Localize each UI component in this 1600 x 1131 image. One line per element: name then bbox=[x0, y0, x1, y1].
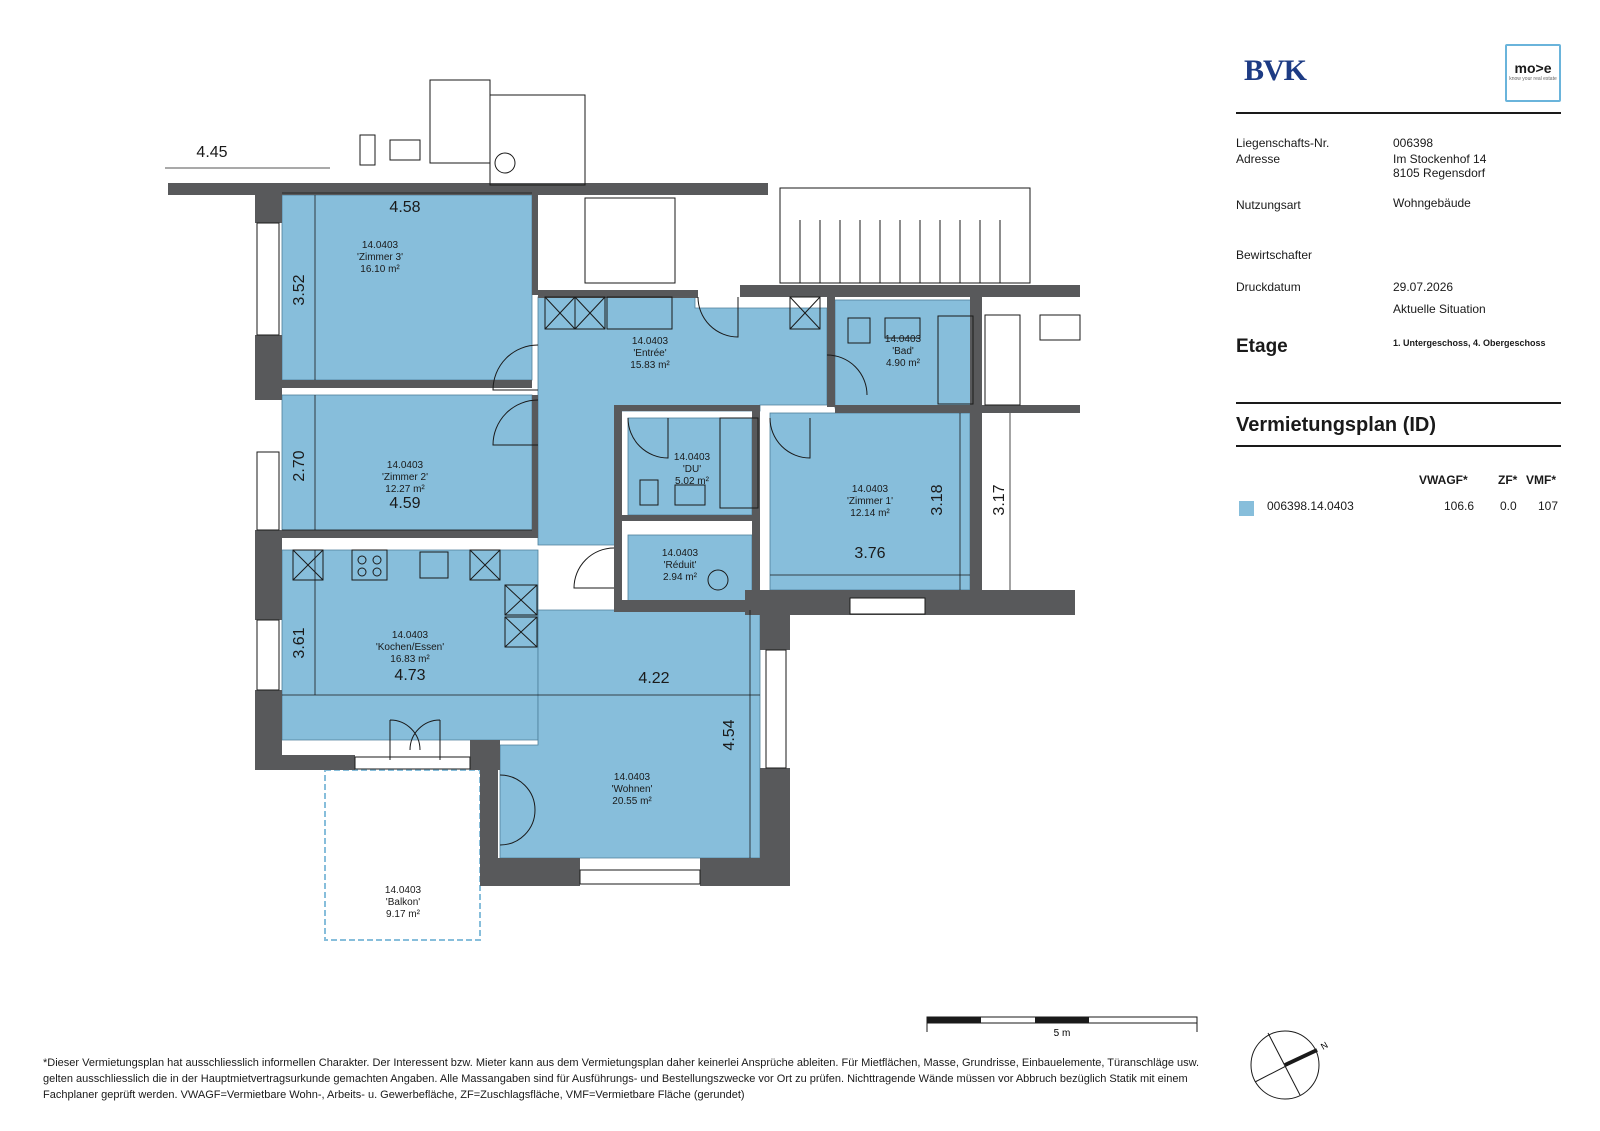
room-label-id: 14.0403 bbox=[662, 548, 699, 559]
room-zimmer-2 bbox=[281, 394, 533, 531]
room-label-area: 5.02 m² bbox=[675, 476, 710, 487]
etage-label: Etage bbox=[1236, 336, 1288, 357]
unit-vwagf: 106.6 bbox=[1444, 499, 1475, 513]
room-label-id: 14.0403 bbox=[852, 484, 889, 495]
room-label-id: 14.0403 bbox=[632, 336, 669, 347]
dim-label: 2.70 bbox=[291, 450, 308, 481]
move-logo-main: mo>e bbox=[1514, 60, 1552, 76]
dim-label: 4.73 bbox=[394, 667, 425, 684]
disclaimer-footnote: *Dieser Vermietungsplan hat ausschliessl… bbox=[43, 1057, 1200, 1101]
area-table-header: VWAGF* ZF* VMF* bbox=[1236, 473, 1561, 493]
header-vwagf: VWAGF* bbox=[1419, 473, 1468, 487]
adresse-line1: Im Stockenhof 14 bbox=[1393, 152, 1487, 166]
dim-label: 4.54 bbox=[721, 719, 738, 750]
dim-label: 3.17 bbox=[991, 484, 1008, 515]
room-label-name: 'Kochen/Essen' bbox=[376, 642, 444, 653]
color-swatch bbox=[1239, 501, 1254, 516]
situation-value: Aktuelle Situation bbox=[1393, 302, 1486, 316]
doors bbox=[389, 296, 868, 846]
room-label-id: 14.0403 bbox=[674, 452, 711, 463]
windows bbox=[256, 222, 926, 885]
dimension-lines bbox=[165, 167, 1011, 858]
room-label-area: 16.10 m² bbox=[360, 264, 400, 275]
liegenschaft-label: Liegenschafts-Nr. bbox=[1236, 136, 1330, 150]
room-label-area: 4.90 m² bbox=[886, 358, 921, 369]
room-label-id: 14.0403 bbox=[614, 772, 651, 783]
stair-and-neighbours bbox=[359, 79, 1081, 406]
room-label-name: 'Réduit' bbox=[664, 560, 697, 571]
bewirtschafter-label: Bewirtschafter bbox=[1236, 248, 1313, 262]
area-table-row: 006398.14.0403 106.6 0.0 107 bbox=[1236, 499, 1561, 519]
room-label-area: 20.55 m² bbox=[612, 796, 652, 807]
room-label-id: 14.0403 bbox=[385, 885, 422, 896]
dim-label: 3.18 bbox=[929, 484, 946, 515]
room-label-area: 12.27 m² bbox=[385, 484, 425, 495]
north-label: N bbox=[1319, 1040, 1330, 1052]
scale-label: 5 m bbox=[1054, 1028, 1071, 1039]
dim-label: 4.22 bbox=[638, 670, 669, 687]
room-du bbox=[627, 417, 753, 516]
unit-id: 006398.14.0403 bbox=[1267, 499, 1354, 513]
dim-label: 3.61 bbox=[291, 627, 308, 658]
room-label-name: 'Entrée' bbox=[633, 348, 666, 359]
room-label-id: 14.0403 bbox=[885, 334, 922, 345]
dim-label: 3.52 bbox=[291, 274, 308, 305]
room-label-area: 12.14 m² bbox=[850, 508, 890, 519]
room-label-name: 'Zimmer 1' bbox=[847, 496, 893, 507]
room-label-area: 16.83 m² bbox=[390, 654, 430, 665]
druckdatum-value: 29.07.2026 bbox=[1393, 280, 1454, 294]
unit-vmf: 107 bbox=[1538, 499, 1559, 513]
fixtures bbox=[292, 296, 974, 648]
move-logo: mo>e know your real estate bbox=[1505, 44, 1561, 102]
room-labels: 14.0403 'Zimmer 3' 16.10 m² 14.0403 'Ent… bbox=[357, 240, 922, 920]
dim-label: 4.45 bbox=[196, 144, 227, 161]
plan-title: Vermietungsplan (ID) bbox=[1236, 402, 1561, 447]
room-label-id: 14.0403 bbox=[362, 240, 399, 251]
adresse-label: Adresse bbox=[1236, 152, 1281, 166]
property-info: Liegenschafts-Nr. 006398 Adresse Im Stoc… bbox=[1236, 136, 1561, 362]
room-label-name: 'Bad' bbox=[892, 346, 914, 357]
north-arrow-icon: N bbox=[1250, 1030, 1330, 1100]
room-label-area: 9.17 m² bbox=[386, 909, 421, 920]
scale-bar: 5 m bbox=[926, 1016, 1198, 1039]
dim-label: 4.58 bbox=[389, 199, 420, 216]
liegenschaft-value: 006398 bbox=[1393, 136, 1434, 150]
room-label-area: 15.83 m² bbox=[630, 360, 670, 371]
nutzungsart-label: Nutzungsart bbox=[1236, 198, 1301, 212]
dim-label: 3.76 bbox=[854, 545, 885, 562]
room-label-name: 'Zimmer 2' bbox=[382, 472, 428, 483]
header-zf: ZF* bbox=[1498, 473, 1518, 487]
nutzungsart-value: Wohngebäude bbox=[1393, 196, 1471, 210]
move-logo-sub: know your real estate bbox=[1509, 76, 1557, 82]
unit-zf: 0.0 bbox=[1500, 499, 1517, 513]
header-vmf: VMF* bbox=[1526, 473, 1556, 487]
room-label-name: 'Wohnen' bbox=[612, 784, 653, 795]
room-reduit bbox=[627, 534, 753, 606]
druckdatum-label: Druckdatum bbox=[1236, 280, 1301, 294]
room-label-name: 'Zimmer 3' bbox=[357, 252, 403, 263]
etage-value: 1. Untergeschoss, 4. Obergeschoss bbox=[1393, 338, 1546, 348]
room-label-id: 14.0403 bbox=[392, 630, 429, 641]
room-label-name: 'DU' bbox=[683, 464, 701, 475]
room-label-id: 14.0403 bbox=[387, 460, 424, 471]
bvk-logo: BVK bbox=[1244, 54, 1307, 87]
walls bbox=[168, 183, 1080, 886]
room-zimmer-3 bbox=[281, 194, 533, 381]
adresse-line2: 8105 Regensdorf bbox=[1393, 166, 1486, 180]
dim-label: 4.59 bbox=[389, 495, 420, 512]
logo-bar: BVK mo>e know your real estate bbox=[1236, 40, 1561, 114]
dimension-labels: 4.45 4.58 3.52 2.70 4.59 3.18 3.17 3.76 … bbox=[196, 144, 1008, 751]
info-panel: BVK mo>e know your real estate Liegensch… bbox=[1236, 40, 1561, 519]
room-label-area: 2.94 m² bbox=[663, 572, 698, 583]
room-label-name: 'Balkon' bbox=[386, 897, 420, 908]
